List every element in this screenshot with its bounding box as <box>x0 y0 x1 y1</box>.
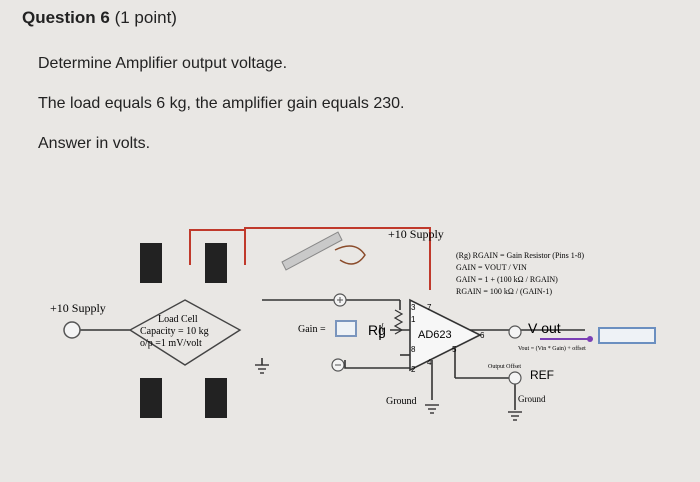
pin-1: 1 <box>411 315 416 324</box>
load-cell-output: o/p =1 mV/volt <box>140 338 202 349</box>
question-number: Question 6 <box>22 8 110 27</box>
ref-label: REF <box>530 368 554 382</box>
question-instruction: Answer in volts. <box>38 135 151 152</box>
note-line-4: RGAIN = 100 kΩ / (GAIN-1) <box>456 287 552 296</box>
supply-terminal-left <box>63 321 81 339</box>
question-title: Question 6 (1 point) <box>22 8 177 28</box>
strain-gauge-4 <box>205 378 227 418</box>
signal-wires <box>80 299 585 410</box>
ref-terminal <box>508 371 522 385</box>
pin-3: 3 <box>411 303 416 312</box>
ad623-amplifier <box>409 298 482 372</box>
vout-formula: Vout = (Vin * Gain) + offset <box>518 345 586 352</box>
svg-text:{: { <box>380 322 385 333</box>
question-prompt: Determine Amplifier output voltage. <box>38 55 288 72</box>
rg-label: Rg <box>368 322 386 338</box>
pin-7: 7 <box>427 303 432 312</box>
strain-gauges <box>140 243 227 418</box>
pin-6: 6 <box>480 331 485 340</box>
red-wire <box>189 227 431 290</box>
load-cell-title: Load Cell <box>158 314 198 325</box>
strain-gauge-3 <box>140 378 162 418</box>
load-cell-photo <box>281 231 366 271</box>
supply-top-label: +10 Supply <box>388 227 444 241</box>
pin-5: 5 <box>452 345 457 354</box>
load-cell-capacity: Capacity = 10 kg <box>140 326 209 337</box>
ground-symbols <box>255 364 522 421</box>
ground-ref-label: Ground <box>518 394 546 404</box>
note-line-1: (Rg) RGAIN = Gain Resistor (Pins 1-8) <box>456 251 584 260</box>
gain-input-box[interactable] <box>335 320 357 337</box>
output-offset-label: Output Offset <box>488 363 521 370</box>
answer-input[interactable] <box>598 327 656 344</box>
gain-label: Gain = <box>298 324 326 335</box>
load-cell-bridge <box>128 299 242 366</box>
note-line-2: GAIN = VOUT / VIN <box>456 263 527 272</box>
amp-name: AD623 <box>418 329 452 341</box>
note-line-3: GAIN = 1 + (100 kΩ / RGAIN) <box>456 275 558 284</box>
vout-terminal <box>508 325 522 339</box>
ground-amp-label: Ground <box>386 396 417 407</box>
pin-8: 8 <box>411 345 416 354</box>
strain-gauge-1 <box>140 243 162 283</box>
question-given: The load equals 6 kg, the amplifier gain… <box>38 95 405 112</box>
question-points: (1 point) <box>114 8 177 27</box>
rg-resistor <box>393 309 404 335</box>
pin-2: 2 <box>411 365 416 374</box>
vout-label: V out <box>528 320 561 336</box>
strain-gauge-2 <box>205 243 227 283</box>
supply-left-label: +10 Supply <box>50 301 106 315</box>
pin-4: 4 <box>427 358 432 367</box>
